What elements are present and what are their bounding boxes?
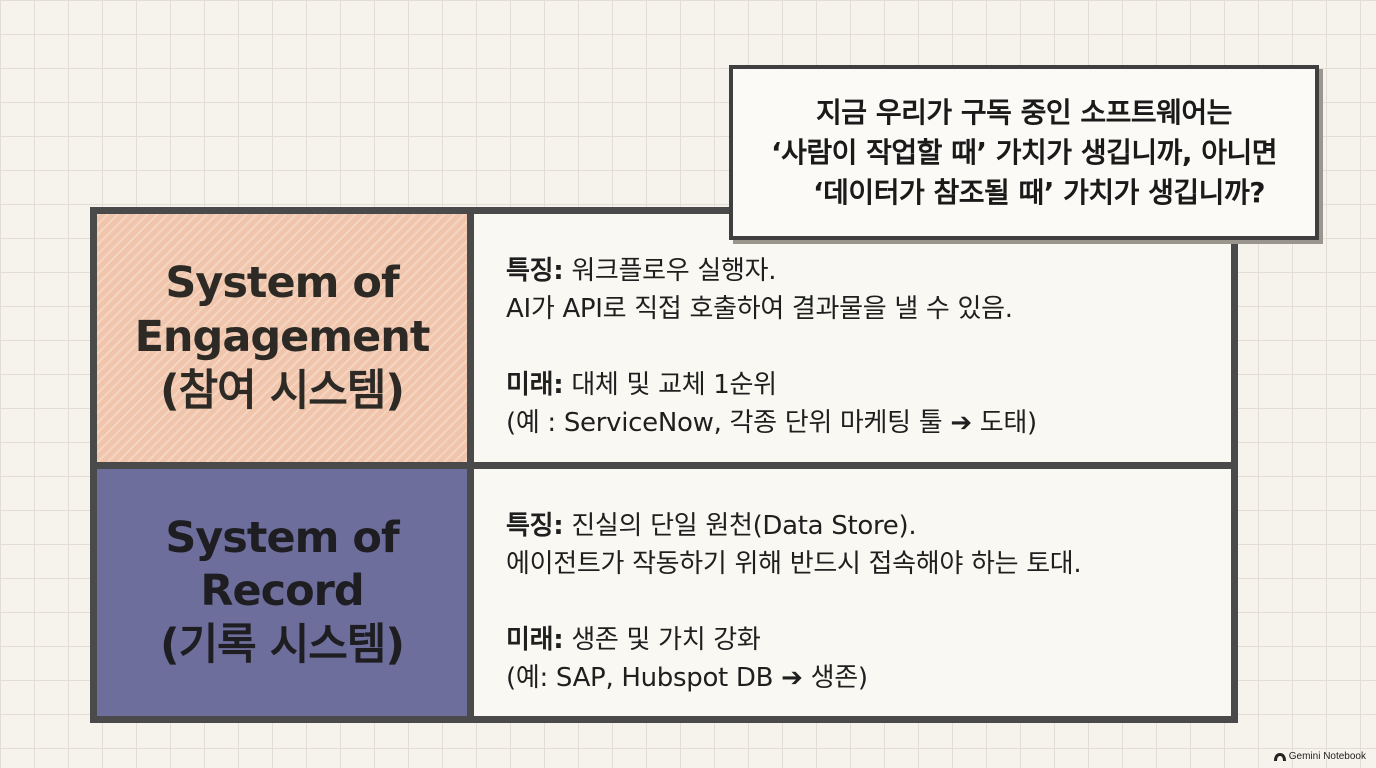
record-title-line1: System of xyxy=(165,512,399,563)
engagement-label-cell: System of Engagement (참여 시스템) xyxy=(97,214,467,462)
engagement-feature-block: 특징: 워크플로우 실행자. AI가 API로 직접 호출하여 결과물을 낼 수… xyxy=(506,252,1231,328)
engagement-future-text: 대체 및 교체 1순위 xyxy=(571,370,777,400)
engagement-title-line1: System of xyxy=(165,258,399,309)
gemini-notebook-watermark: Gemini Notebook xyxy=(1273,751,1366,762)
record-title-line3: (기록 시스템) xyxy=(159,620,405,671)
record-feature-detail: 에이전트가 작동하기 위해 반드시 접속해야 하는 토대. xyxy=(506,548,1082,579)
record-feature-block: 특징: 진실의 단일 원천(Data Store). 에이전트가 작동하기 위해… xyxy=(506,507,1231,583)
question-callout-box: 지금 우리가 구독 중인 소프트웨어는 ‘사람이 작업할 때’ 가치가 생깁니까… xyxy=(729,65,1319,240)
record-title-line2: Record xyxy=(200,566,364,617)
engagement-title-line3: (참여 시스템) xyxy=(159,365,405,416)
watermark-text: Gemini Notebook xyxy=(1288,751,1366,762)
engagement-feature-text: 워크플로우 실행자. xyxy=(571,256,777,286)
record-description-cell: 특징: 진실의 단일 원천(Data Store). 에이전트가 작동하기 위해… xyxy=(474,468,1231,716)
record-future-text: 생존 및 가치 강화 xyxy=(571,624,761,655)
engagement-feature-label: 특징: xyxy=(506,256,564,286)
engagement-title-line2: Engagement xyxy=(134,311,431,362)
comparison-table: System of Engagement (참여 시스템) 특징: 워크플로우 … xyxy=(90,207,1238,723)
callout-line-1: 지금 우리가 구독 중인 소프트웨어는 xyxy=(816,95,1232,129)
notebook-logo-icon xyxy=(1273,752,1286,761)
record-future-label: 미래: xyxy=(506,624,564,655)
record-feature-label: 특징: xyxy=(506,510,564,541)
engagement-feature-detail: AI가 API로 직접 호출하여 결과물을 낼 수 있음. xyxy=(506,294,1013,324)
record-future-example: (예: SAP, Hubspot DB ➔ 생존) xyxy=(506,662,868,693)
callout-line-2: ‘사람이 작업할 때’ 가치가 생깁니까, 아니면 xyxy=(770,135,1278,169)
callout-line-3: ‘데이터가 참조될 때’ 가치가 생깁니까? xyxy=(813,175,1265,209)
record-feature-text: 진실의 단일 원천(Data Store). xyxy=(571,510,917,541)
engagement-future-label: 미래: xyxy=(506,370,564,400)
engagement-description-cell: 특징: 워크플로우 실행자. AI가 API로 직접 호출하여 결과물을 낼 수… xyxy=(474,214,1231,462)
record-future-block: 미래: 생존 및 가치 강화 (예: SAP, Hubspot DB ➔ 생존) xyxy=(506,621,1231,697)
record-label-cell: System of Record (기록 시스템) xyxy=(97,468,467,716)
engagement-future-example: (예 : ServiceNow, 각종 단위 마케팅 툴 ➔ 도태) xyxy=(506,408,1037,438)
engagement-future-block: 미래: 대체 및 교체 1순위 (예 : ServiceNow, 각종 단위 마… xyxy=(506,366,1231,442)
